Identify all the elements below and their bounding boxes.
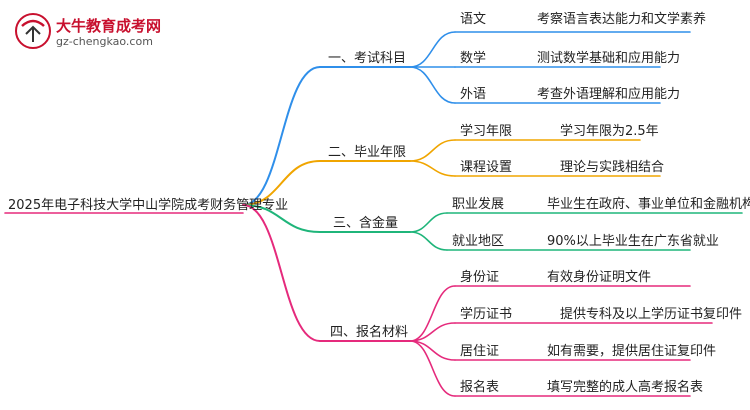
branch-connector [242, 160, 321, 206]
item-connector [409, 66, 456, 104]
item-key: 数学 [460, 51, 487, 66]
branch-exam-subjects: 一、考试科目 [328, 51, 407, 66]
item-value: 考查外语理解和应用能力 [537, 87, 681, 102]
branch-study-duration: 二、毕业年限 [328, 145, 407, 160]
item-connector [409, 160, 456, 177]
branch-connector [242, 204, 321, 342]
item-value: 理论与实践相结合 [560, 160, 665, 175]
item-key: 就业地区 [452, 234, 505, 249]
item-connector [409, 322, 456, 342]
item-value: 考察语言表达能力和文学素养 [537, 12, 707, 27]
item-value: 有效身份证明文件 [547, 270, 652, 285]
bull-logo-icon [15, 13, 51, 49]
branch-application-materials: 四、报名材料 [330, 325, 409, 340]
root-topic: 2025年电子科技大学中山学院成考财务管理专业 [8, 198, 289, 213]
site-logo[interactable]: 大牛教育成考网 gz-chengkao.com [14, 12, 214, 54]
branch-value: 三、含金量 [333, 216, 399, 231]
item-key: 外语 [460, 87, 487, 102]
item-value: 如有需要，提供居住证复印件 [547, 344, 717, 359]
item-key: 身份证 [460, 270, 500, 285]
item-connector [409, 139, 456, 162]
item-connector [409, 231, 448, 251]
item-value: 90%以上毕业生在广东省就业 [547, 234, 719, 249]
branch-connector [242, 204, 321, 233]
item-value: 提供专科及以上学历证书复印件 [560, 307, 743, 322]
item-key: 职业发展 [452, 197, 505, 212]
logo-title: 大牛教育成考网 [56, 17, 162, 35]
item-connector [409, 31, 456, 68]
item-key: 居住证 [460, 344, 500, 359]
item-key: 课程设置 [460, 160, 513, 175]
item-key: 学历证书 [460, 307, 513, 322]
item-value: 填写完整的成人高考报名表 [547, 380, 704, 395]
item-key: 报名表 [460, 380, 500, 395]
item-connector [409, 340, 456, 397]
item-value: 学习年限为2.5年 [560, 124, 659, 139]
item-key: 语文 [460, 12, 487, 27]
item-connector [409, 212, 448, 233]
item-key: 学习年限 [460, 124, 513, 139]
branch-connector [242, 66, 321, 206]
item-connector [409, 285, 456, 342]
logo-url: gz-chengkao.com [56, 35, 153, 48]
item-value: 测试数学基础和应用能力 [537, 51, 681, 66]
